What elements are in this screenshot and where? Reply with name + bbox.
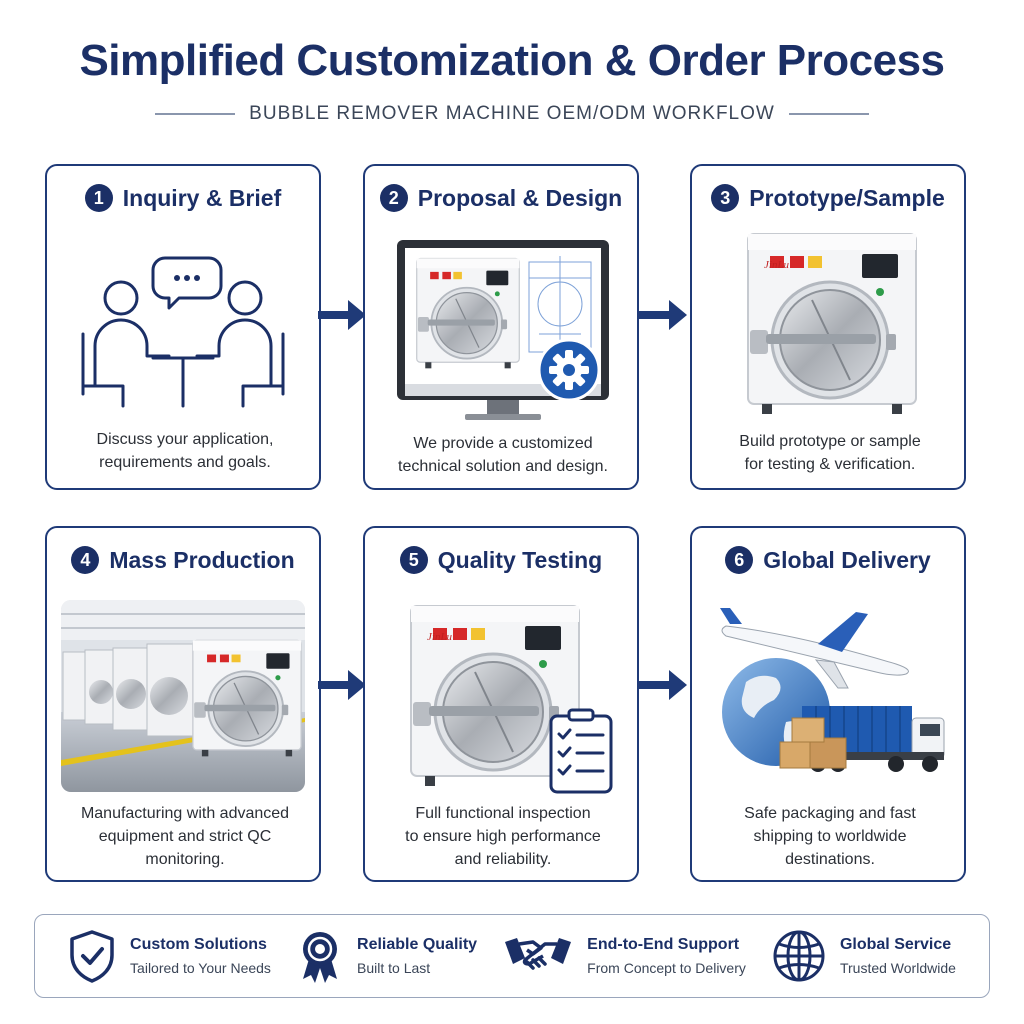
description-line: technical solution and design. (398, 458, 608, 475)
brand-label: JinLu (764, 259, 790, 271)
step-number-badge: 3 (711, 184, 740, 212)
description-line: Manufacturing with advanced (80, 805, 290, 822)
feature-title: End-to-End Support (587, 936, 740, 953)
description-line: to ensure high performance (405, 828, 601, 845)
handshake-icon (505, 938, 572, 970)
step-description: Full functional inspection to ensure hig… (375, 802, 631, 871)
step-card-5: 5 Quality Testing JinLu Full functional … (363, 526, 639, 882)
bubble-remover-machine-image: JinLu (746, 232, 918, 416)
feature-reliable-quality: Reliable Quality Built to Last (297, 929, 477, 983)
description-line: monitoring. (145, 851, 225, 868)
step-title: Mass Production (109, 546, 295, 573)
feature-end-to-end-support: End-to-End Support From Concept to Deliv… (503, 932, 746, 980)
features-bar: Custom Solutions Tailored to Your Needs … (34, 914, 990, 998)
feature-subtitle: Trusted Worldwide (839, 960, 956, 976)
step-description: Safe packaging and fast shipping to worl… (702, 802, 958, 871)
step-card-1: 1 Inquiry & Brief Discuss your applicati… (45, 164, 321, 490)
step-header: 1 Inquiry & Brief (47, 184, 319, 212)
step-description: Manufacturing with advanced equipment an… (57, 802, 313, 871)
step-description: Discuss your application, requirements a… (57, 428, 313, 474)
consultation-people-icon (81, 256, 285, 408)
step-header: 3 Prototype/Sample (692, 184, 964, 212)
checklist-icon (549, 708, 613, 794)
feature-subtitle: From Concept to Delivery (587, 960, 746, 976)
feature-title: Global Service (839, 936, 952, 953)
step-title: Inquiry & Brief (122, 184, 282, 211)
feature-title: Reliable Quality (357, 936, 478, 953)
step-description: We provide a customized technical soluti… (375, 432, 631, 478)
step-header: 5 Quality Testing (365, 546, 637, 574)
step-card-2: 2 Proposal & Design We provi (363, 164, 639, 490)
shield-check-icon (70, 930, 114, 983)
factory-production-line-image (61, 600, 305, 792)
feature-subtitle: Tailored to Your Needs (130, 960, 271, 976)
arrow-right-icon (318, 670, 366, 700)
description-line: requirements and goals. (99, 454, 271, 471)
step-card-3: 3 Prototype/Sample JinLu Build prototype… (690, 164, 966, 490)
description-line: destinations. (785, 851, 875, 868)
feature-title: Custom Solutions (130, 936, 267, 953)
description-line: shipping to worldwide (753, 828, 907, 845)
step-number-badge: 5 (399, 546, 428, 574)
step-card-6: 6 Global Delivery (690, 526, 966, 882)
description-line: Safe packaging and fast (744, 805, 916, 822)
page-title: Simplified Customization & Order Process (79, 36, 945, 85)
description-line: equipment and strict QC (98, 828, 272, 845)
award-ribbon-icon (303, 932, 338, 983)
globe-plane-truck-image (720, 608, 945, 772)
step-number-badge: 4 (71, 546, 100, 574)
globe-icon (773, 930, 825, 982)
subtitle-row: BUBBLE REMOVER MACHINE OEM/ODM WORKFLOW (0, 100, 1024, 128)
step-description: Build prototype or sample for testing & … (702, 430, 958, 476)
step-header: 2 Proposal & Design (365, 184, 637, 212)
step-number-badge: 2 (379, 184, 408, 212)
step-title: Global Delivery (763, 546, 931, 573)
brand-label: JinLu (427, 631, 453, 643)
divider-right (788, 113, 869, 115)
step-header: 4 Mass Production (47, 546, 319, 574)
arrow-right-icon (318, 300, 366, 330)
feature-subtitle: Built to Last (357, 960, 431, 976)
arrow-right-icon (639, 670, 687, 700)
step-card-4: 4 Mass Production Manufacturing with ad (45, 526, 321, 882)
description-line: Discuss your application, (96, 431, 274, 448)
step-header: 6 Global Delivery (692, 546, 964, 574)
description-line: and reliability. (454, 851, 552, 868)
description-line: Full functional inspection (415, 805, 591, 822)
feature-global-service: Global Service Trusted Worldwide (772, 929, 956, 983)
machine-checklist-image: JinLu (409, 604, 613, 794)
page-subtitle: BUBBLE REMOVER MACHINE OEM/ODM WORKFLOW (249, 103, 775, 124)
step-number-badge: 6 (725, 546, 754, 574)
monitor-design-gear-icon (397, 240, 609, 420)
step-title: Quality Testing (437, 546, 603, 573)
description-line: for testing & verification. (744, 456, 916, 473)
arrow-right-icon (639, 300, 687, 330)
description-line: Build prototype or sample (739, 433, 921, 450)
description-line: We provide a customized (413, 435, 593, 452)
feature-custom-solutions: Custom Solutions Tailored to Your Needs (68, 929, 271, 983)
step-number-badge: 1 (84, 184, 113, 212)
step-title: Proposal & Design (417, 184, 623, 211)
step-title: Prototype/Sample (749, 184, 945, 211)
airplane-icon (720, 608, 909, 689)
divider-left (155, 113, 236, 115)
